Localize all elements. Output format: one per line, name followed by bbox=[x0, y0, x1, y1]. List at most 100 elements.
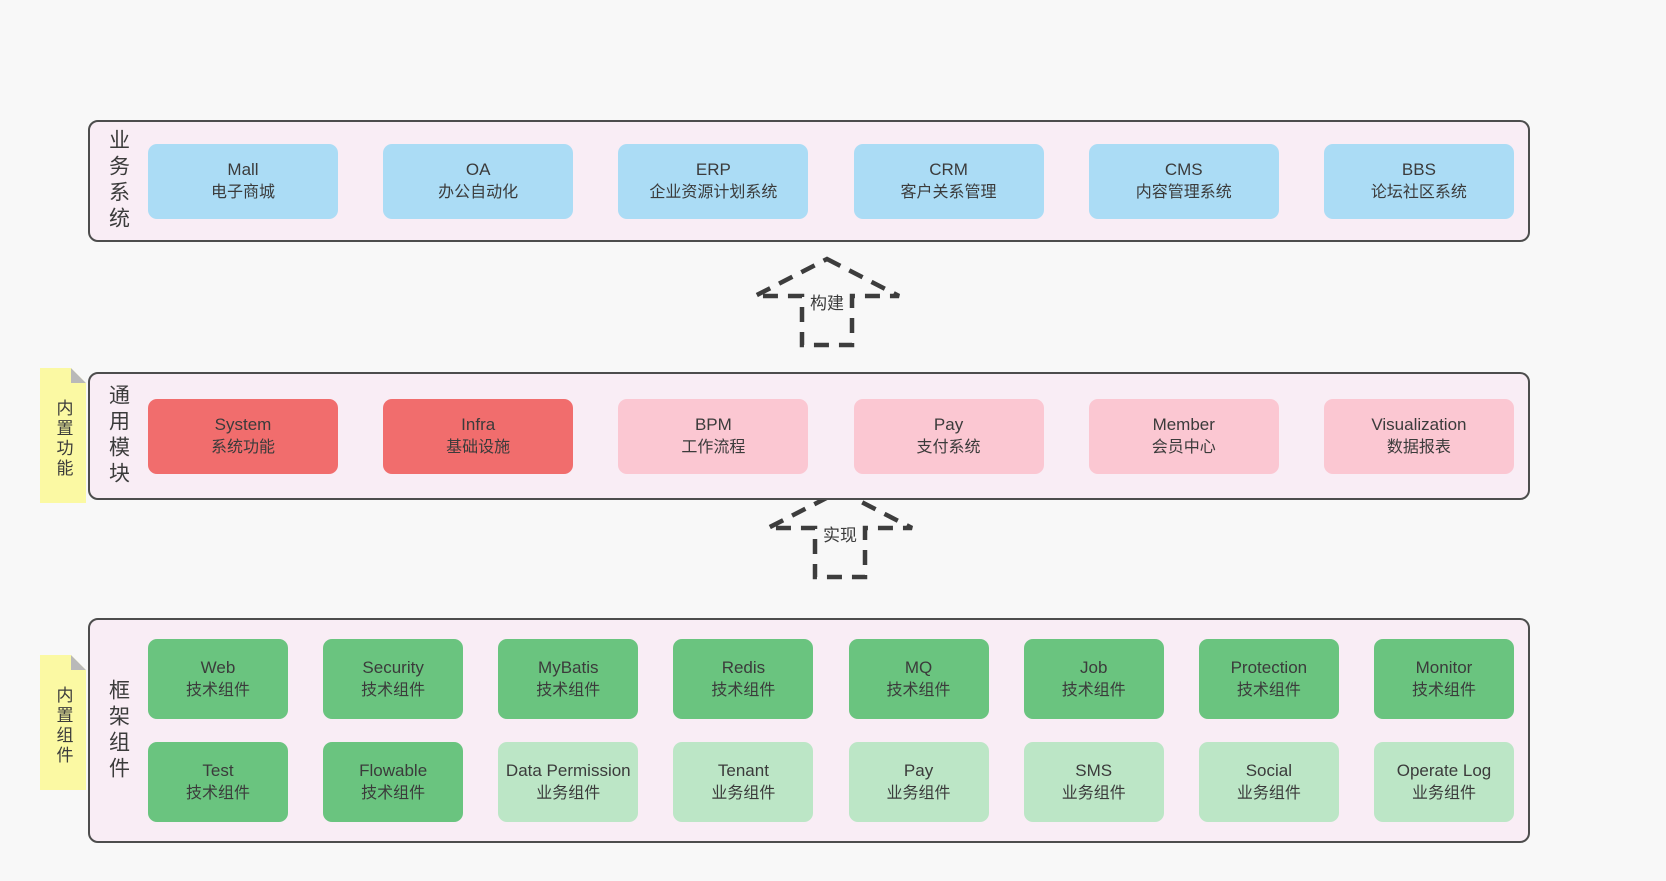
node-oa-name: OA bbox=[465, 159, 491, 179]
node-web[interactable]: Web 技术组件 bbox=[148, 639, 288, 719]
node-crm-name: CRM bbox=[929, 159, 968, 179]
node-system[interactable]: System 系统功能 bbox=[148, 398, 338, 474]
node-monitor[interactable]: Monitor 技术组件 bbox=[1373, 639, 1514, 719]
node-job[interactable]: Job 技术组件 bbox=[1023, 639, 1164, 719]
up-block-arrow-icon bbox=[753, 256, 901, 348]
node-protection-desc: 技术组件 bbox=[1236, 681, 1301, 699]
framework-row-2: Test 技术组件 Flowable 技术组件 Data Permission … bbox=[148, 742, 1514, 822]
node-erp-desc: 企业资源计划系统 bbox=[649, 183, 778, 201]
node-bpm[interactable]: BPM 工作流程 bbox=[618, 398, 809, 474]
node-security-desc: 技术组件 bbox=[361, 681, 426, 699]
node-flowable-name: Flowable bbox=[359, 760, 428, 780]
node-cms-desc: 内容管理系统 bbox=[1135, 183, 1232, 201]
node-job-name: Job bbox=[1079, 657, 1108, 677]
node-bbs-desc: 论坛社区系统 bbox=[1370, 183, 1467, 201]
node-sms[interactable]: SMS 业务组件 bbox=[1023, 742, 1164, 822]
folded-corner bbox=[71, 368, 86, 383]
build-arrow[interactable]: 构建 bbox=[752, 256, 902, 348]
node-visualization[interactable]: Visualization 数据报表 bbox=[1323, 398, 1514, 474]
node-pay[interactable]: Pay 支付系统 bbox=[853, 398, 1044, 474]
node-data-permission[interactable]: Data Permission 业务组件 bbox=[498, 742, 639, 822]
node-bpm-name: BPM bbox=[694, 414, 732, 434]
node-visualization-name: Visualization bbox=[1371, 414, 1467, 434]
node-security[interactable]: Security 技术组件 bbox=[323, 639, 464, 719]
node-data-permission-name: Data Permission bbox=[505, 760, 631, 780]
node-crm-desc: 客户关系管理 bbox=[900, 183, 997, 201]
node-test-desc: 技术组件 bbox=[185, 784, 250, 802]
node-operate-log-name: Operate Log bbox=[1396, 760, 1492, 780]
node-flowable-desc: 技术组件 bbox=[361, 784, 426, 802]
node-system-name: System bbox=[214, 414, 272, 434]
implement-arrow[interactable]: 实现 bbox=[765, 488, 915, 580]
node-social-desc: 业务组件 bbox=[1236, 784, 1301, 802]
band-business-systems[interactable]: 业务系统 Mall 电子商城 OA 办公自动化 ERP 企业资源计划系统 CRM… bbox=[88, 120, 1530, 242]
node-operate-log-desc: 业务组件 bbox=[1411, 784, 1476, 802]
node-pay-biz-desc: 业务组件 bbox=[886, 784, 951, 802]
node-job-desc: 技术组件 bbox=[1061, 681, 1126, 699]
node-system-desc: 系统功能 bbox=[210, 438, 275, 456]
node-protection-name: Protection bbox=[1230, 657, 1308, 677]
node-cms[interactable]: CMS 内容管理系统 bbox=[1088, 143, 1279, 219]
node-member[interactable]: Member 会员中心 bbox=[1088, 398, 1279, 474]
band-common-modules-content: System 系统功能 Infra 基础设施 BPM 工作流程 Pay 支付系统… bbox=[146, 374, 1528, 498]
node-bbs-name: BBS bbox=[1401, 159, 1436, 179]
band-common-modules-label: 通用模块 bbox=[106, 384, 130, 488]
node-crm[interactable]: CRM 客户关系管理 bbox=[853, 143, 1044, 219]
node-flowable[interactable]: Flowable 技术组件 bbox=[323, 742, 464, 822]
node-member-name: Member bbox=[1152, 414, 1215, 434]
node-monitor-desc: 技术组件 bbox=[1411, 681, 1476, 699]
node-operate-log[interactable]: Operate Log 业务组件 bbox=[1373, 742, 1514, 822]
node-monitor-name: Monitor bbox=[1415, 657, 1473, 677]
node-test-name: Test bbox=[202, 760, 234, 780]
node-bbs[interactable]: BBS 论坛社区系统 bbox=[1323, 143, 1514, 219]
folded-corner bbox=[71, 655, 86, 670]
node-web-name: Web bbox=[200, 657, 236, 677]
node-test[interactable]: Test 技术组件 bbox=[148, 742, 288, 822]
node-security-name: Security bbox=[362, 657, 424, 677]
node-pay-biz-name: Pay bbox=[903, 760, 934, 780]
sticky-note-builtin-features[interactable]: 内置功能 bbox=[40, 368, 86, 503]
band-common-modules[interactable]: 通用模块 System 系统功能 Infra 基础设施 BPM 工作流程 Pay… bbox=[88, 372, 1530, 500]
node-erp-name: ERP bbox=[695, 159, 731, 179]
node-mq-name: MQ bbox=[904, 657, 933, 677]
node-tenant[interactable]: Tenant 业务组件 bbox=[673, 742, 814, 822]
node-mall[interactable]: Mall 电子商城 bbox=[148, 143, 338, 219]
node-pay-biz[interactable]: Pay 业务组件 bbox=[848, 742, 989, 822]
band-framework-components[interactable]: 框架组件 Web 技术组件 Security 技术组件 MyBatis 技术组件… bbox=[88, 618, 1530, 843]
node-visualization-desc: 数据报表 bbox=[1386, 438, 1451, 456]
node-mall-name: Mall bbox=[227, 159, 259, 179]
node-cms-name: CMS bbox=[1164, 159, 1203, 179]
sticky-note-builtin-features-label: 内置功能 bbox=[53, 398, 73, 479]
band-business-systems-content: Mall 电子商城 OA 办公自动化 ERP 企业资源计划系统 CRM 客户关系… bbox=[146, 122, 1528, 240]
build-arrow-label: 构建 bbox=[807, 289, 847, 314]
sticky-note-builtin-components-label: 内置组件 bbox=[53, 685, 73, 766]
node-oa-desc: 办公自动化 bbox=[438, 183, 519, 201]
up-block-arrow-icon bbox=[766, 488, 914, 580]
node-web-desc: 技术组件 bbox=[185, 681, 250, 699]
node-social-name: Social bbox=[1245, 760, 1292, 780]
node-tenant-name: Tenant bbox=[717, 760, 769, 780]
node-mybatis-desc: 技术组件 bbox=[536, 681, 601, 699]
sticky-note-builtin-components[interactable]: 内置组件 bbox=[40, 655, 86, 790]
node-bpm-desc: 工作流程 bbox=[681, 438, 746, 456]
node-sms-name: SMS bbox=[1075, 760, 1113, 780]
node-oa[interactable]: OA 办公自动化 bbox=[383, 143, 574, 219]
node-infra[interactable]: Infra 基础设施 bbox=[383, 398, 574, 474]
node-protection[interactable]: Protection 技术组件 bbox=[1198, 639, 1339, 719]
node-redis[interactable]: Redis 技术组件 bbox=[673, 639, 814, 719]
node-pay-desc: 支付系统 bbox=[916, 438, 981, 456]
band-business-systems-label: 业务系统 bbox=[106, 129, 130, 233]
node-erp[interactable]: ERP 企业资源计划系统 bbox=[618, 143, 809, 219]
band-framework-components-label: 框架组件 bbox=[106, 678, 130, 783]
node-social[interactable]: Social 业务组件 bbox=[1198, 742, 1339, 822]
node-mybatis-name: MyBatis bbox=[538, 657, 599, 677]
implement-arrow-label: 实现 bbox=[820, 521, 860, 546]
node-member-desc: 会员中心 bbox=[1151, 438, 1216, 456]
band-framework-components-content: Web 技术组件 Security 技术组件 MyBatis 技术组件 Redi… bbox=[146, 620, 1528, 841]
node-tenant-desc: 业务组件 bbox=[711, 784, 776, 802]
node-pay-name: Pay bbox=[933, 414, 964, 434]
node-data-permission-desc: 业务组件 bbox=[536, 784, 601, 802]
node-mq[interactable]: MQ 技术组件 bbox=[848, 639, 989, 719]
node-mybatis[interactable]: MyBatis 技术组件 bbox=[498, 639, 639, 719]
node-sms-desc: 业务组件 bbox=[1061, 784, 1126, 802]
